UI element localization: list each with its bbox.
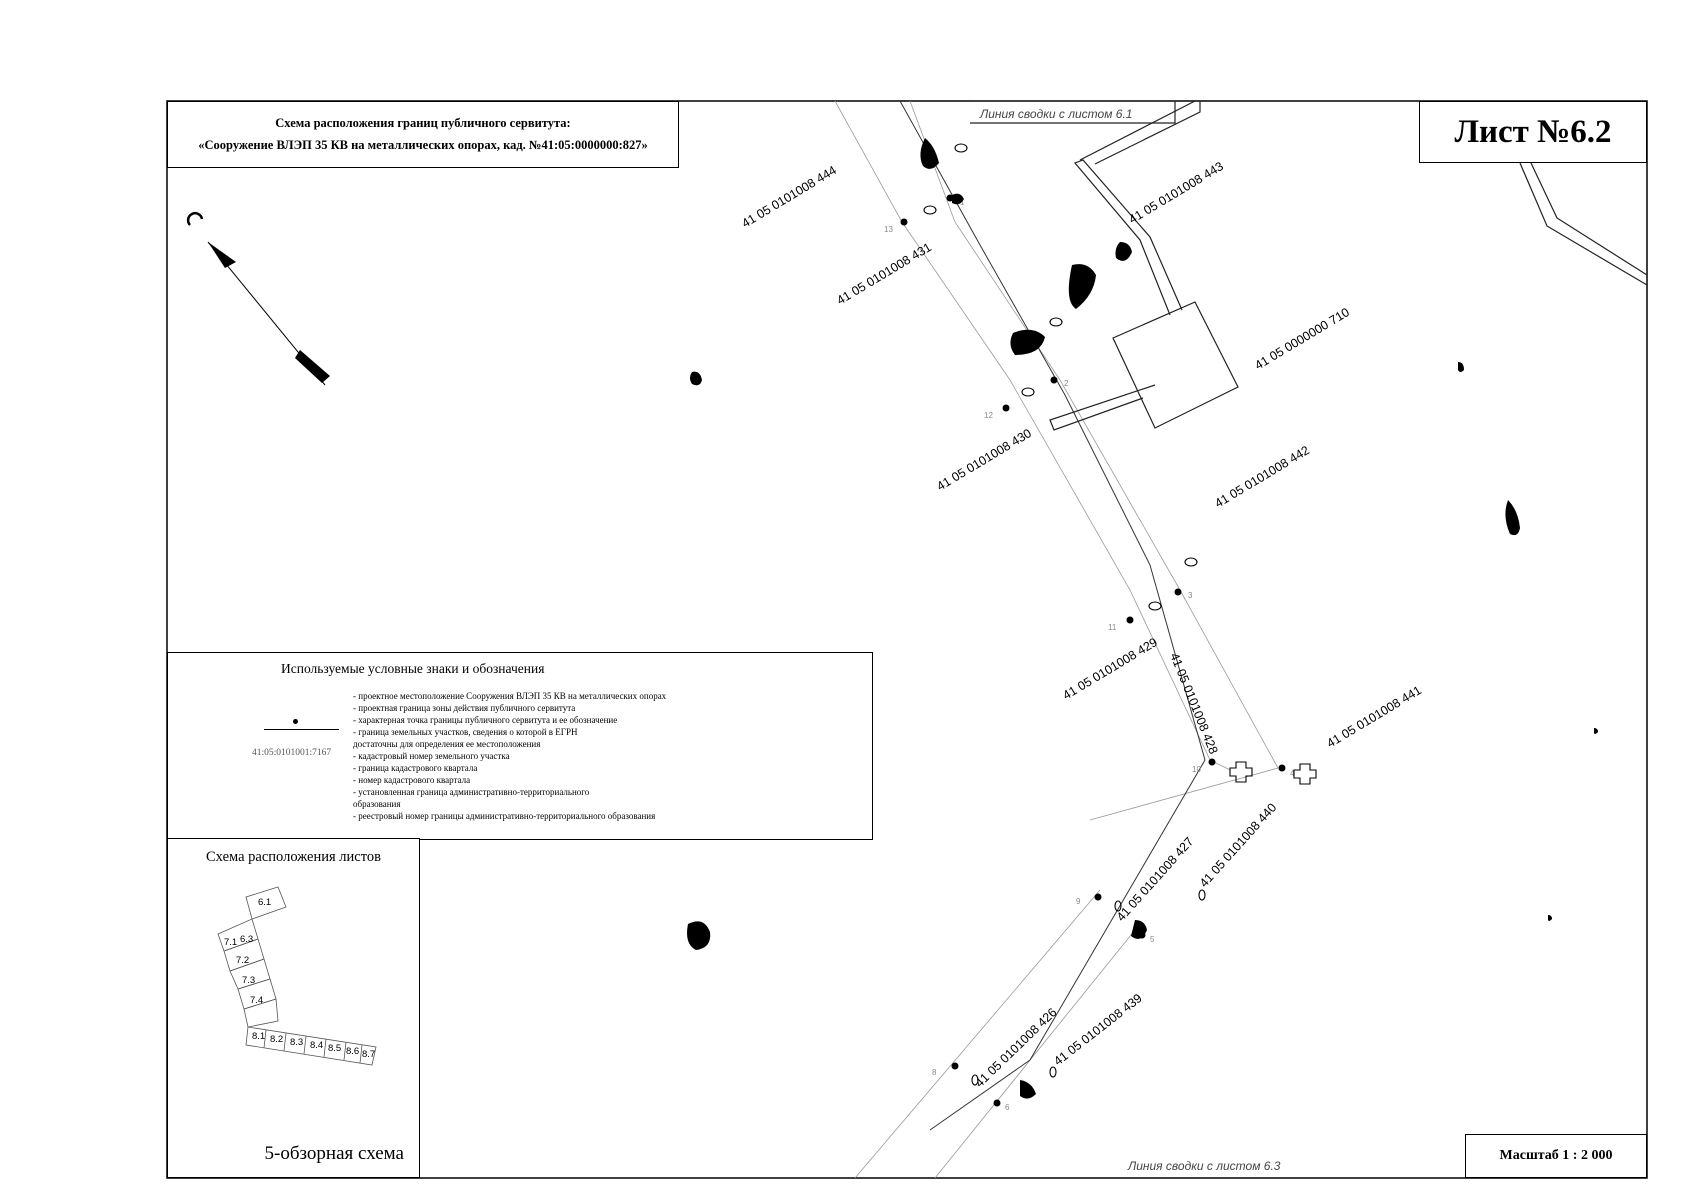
match-line-top: Линия сводки с листом 6.1 xyxy=(979,107,1132,121)
legend-title: Используемые условные знаки и обозначени… xyxy=(281,661,545,676)
overview-sheet: 6.3 xyxy=(240,934,253,945)
overview-sheet: 7.4 xyxy=(250,995,263,1006)
svg-text:12: 12 xyxy=(984,411,993,420)
title-line-2: «Сооружение ВЛЭП 35 КВ на металлических … xyxy=(198,138,648,152)
parcel-cad-label: 41 05 0101008 443 xyxy=(1126,159,1226,227)
svg-text:13: 13 xyxy=(884,225,893,234)
overview-sheet: 8.5 xyxy=(328,1043,341,1054)
legend-item: - проектное местоположение Сооружения ВЛ… xyxy=(353,691,667,701)
overview-sheet: 8.2 xyxy=(270,1034,283,1045)
legend-symbol-line xyxy=(264,729,339,730)
power-line xyxy=(899,100,1206,1131)
legend-item: - характерная точка границы публичного с… xyxy=(353,715,618,725)
svg-text:6: 6 xyxy=(1005,1103,1010,1112)
legend-point-symbol xyxy=(293,719,298,724)
legend-item: - реестровый номер границы административ… xyxy=(353,811,656,821)
legend: Используемые условные знаки и обозначени… xyxy=(167,652,873,840)
svg-text:1: 1 xyxy=(960,198,965,207)
overview-sheet: 7.2 xyxy=(236,955,249,966)
overview-sheet: 8.3 xyxy=(290,1037,303,1048)
svg-text:5: 5 xyxy=(1150,935,1155,944)
overview-diagram: 6.1 7.1 6.3 7.2 7.3 7.4 8.1 8.2 8.3 8.4 … xyxy=(217,886,377,1066)
sheet-number-label: Лист №6.2 xyxy=(1454,113,1612,150)
sheet-number: Лист №6.2 xyxy=(1419,101,1647,163)
legend-item: образования xyxy=(353,799,401,809)
overview-sheet: 8.1 xyxy=(252,1031,265,1042)
parcel-cad-label: 41 05 0101008 431 xyxy=(834,240,934,308)
parcel-cad-label: 41 05 0101008 428 xyxy=(1167,651,1220,756)
parcel-cad-label: 41 05 0000000 710 xyxy=(1252,305,1352,373)
legend-item: - проектная граница зоны действия публич… xyxy=(353,703,576,713)
parcel-boundaries xyxy=(970,100,1648,431)
parcel-cad-label: 41 05 0101008 439 xyxy=(1051,991,1145,1068)
sheet-overview: 6.1 7.1 6.3 7.2 7.3 7.4 8.1 8.2 8.3 8.4 … xyxy=(167,838,420,1178)
legend-item: - граница земельных участков, сведения о… xyxy=(353,727,578,737)
parcel-cad-label: 41 05 0101008 444 xyxy=(739,163,839,231)
legend-item: - кадастровый номер земельного участка xyxy=(353,751,510,761)
scale-label: Масштаб 1 : 2 000 xyxy=(1499,1148,1613,1163)
svg-text:2: 2 xyxy=(1064,379,1069,388)
title-block: Схема расположения границ публичного сер… xyxy=(167,101,679,168)
title-line-1: Схема расположения границ публичного сер… xyxy=(275,116,571,130)
overview-sheet: 8.4 xyxy=(310,1040,323,1051)
overview-caption: 5-обзорная схема xyxy=(264,1143,404,1164)
parcel-cad-label: 41 05 0101008 440 xyxy=(1197,801,1280,890)
north-arrow-icon xyxy=(186,212,330,386)
svg-text:8: 8 xyxy=(932,1068,937,1077)
parcel-cad-label: 41 05 0101008 441 xyxy=(1324,683,1424,751)
parcel-cad-label: 41 05 0101008 427 xyxy=(1114,835,1197,924)
svg-text:9: 9 xyxy=(1076,897,1081,906)
legend-item: - номер кадастрового квартала xyxy=(353,775,471,785)
parcel-cad-label: 41 05 0101008 430 xyxy=(934,426,1034,494)
legend-item: достаточны для определения ее местополож… xyxy=(353,739,541,749)
parcel-cad-label: 41 05 0101008 442 xyxy=(1212,443,1312,511)
legend-sample-cad: 41:05:0101001:7167 xyxy=(252,748,332,758)
overview-sheet: 7.1 xyxy=(224,937,237,948)
legend-item: - установленная граница административно-… xyxy=(353,787,590,797)
overview-sheet: 8.7 xyxy=(362,1049,375,1060)
legend-item: - граница кадастрового квартала xyxy=(353,763,478,773)
parcel-cad-label: 41 05 0101008 429 xyxy=(1060,635,1160,703)
overview-sheet: 6.1 xyxy=(258,897,271,908)
bush-icon xyxy=(923,143,1317,1086)
map-frame xyxy=(166,100,1648,1179)
svg-text:11: 11 xyxy=(1108,623,1117,632)
svg-text:4: 4 xyxy=(1290,769,1295,778)
overview-title: Схема расположения листов xyxy=(206,849,381,865)
point-labels: 13 1 12 2 11 3 10 4 9 5 8 6 xyxy=(884,198,1295,1112)
scale-box: Масштаб 1 : 2 000 xyxy=(1465,1134,1647,1178)
overview-sheet: 8.6 xyxy=(346,1046,359,1057)
overview-sheet: 7.3 xyxy=(242,975,255,986)
match-line-bottom: Линия сводки с листом 6.3 xyxy=(1127,1159,1281,1173)
svg-text:3: 3 xyxy=(1188,591,1193,600)
svg-text:10: 10 xyxy=(1192,765,1201,774)
characteristic-points xyxy=(900,194,1286,1107)
tree-icon xyxy=(687,138,1598,1099)
